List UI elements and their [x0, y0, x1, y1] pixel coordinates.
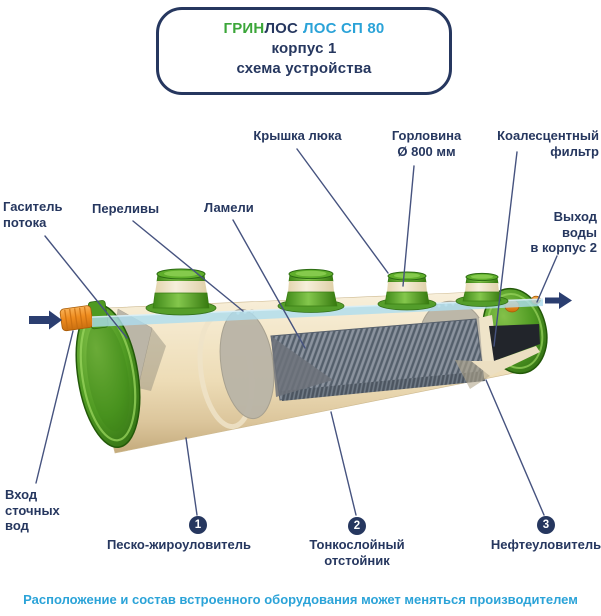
coalescent-filter-cutaway	[489, 324, 540, 361]
leader-lamellas	[232, 219, 306, 349]
label-hatch-cover: Крышка люка	[253, 128, 342, 143]
title-line-3: схема устройства	[236, 60, 372, 77]
leader-inlet	[35, 330, 74, 484]
label-lamellas: Ламели	[204, 200, 254, 215]
leader-overflows	[132, 220, 244, 312]
legend-marker-1: 1	[189, 516, 207, 534]
leader-coalescent-filter	[493, 151, 518, 347]
legend-label-sand-grease-trap: Песко-жироуловитель	[106, 537, 252, 552]
legend-marker-3: 3	[537, 516, 555, 534]
label-water-outlet: Выход воды в корпус 2	[530, 209, 597, 255]
label-flow-damper: Гаситель потока	[3, 199, 63, 230]
footnote-caption: Расположение и состав встроенного оборуд…	[23, 592, 578, 607]
right-end-cap	[455, 287, 548, 389]
cap-floor-shadow	[455, 360, 490, 389]
legend-label-oil-trap: Нефтеуловитель	[490, 537, 601, 552]
neck-4	[455, 272, 509, 307]
neck-2	[277, 268, 345, 313]
legend-marker-2: 2	[348, 517, 366, 535]
leader-legend-2	[330, 411, 357, 516]
model-name: ЛОС СП 80	[303, 20, 385, 37]
label-water-inlet: Вход сточных вод	[5, 487, 60, 533]
neck-1	[145, 268, 217, 316]
neck-3	[377, 271, 437, 311]
leader-hatch-cover	[296, 148, 389, 274]
left-end-cap	[75, 303, 141, 449]
brand-green: ГРИН	[223, 20, 265, 37]
label-neck: Горловина Ø 800 мм	[391, 128, 462, 159]
title-line-2: корпус 1	[271, 40, 337, 57]
leader-outlet	[536, 255, 558, 303]
legend-label-thin-layer-settler: Тонкослойный отстойник	[309, 537, 405, 568]
outlet-flow-arrow-icon	[545, 292, 572, 309]
cap-floor-wedge	[471, 346, 540, 376]
leader-legend-3	[485, 379, 545, 516]
leader-lines	[35, 148, 558, 516]
lamella-block	[270, 318, 485, 401]
leader-legend-1	[185, 437, 198, 516]
brand-navy: ЛОС	[264, 20, 299, 37]
label-coalescent-filter: Коалесцентный фильтр	[497, 128, 599, 159]
label-overflows: Переливы	[92, 201, 160, 216]
leader-flow-damper	[44, 235, 128, 339]
inlet-flow-arrow-icon	[29, 310, 62, 330]
leader-neck	[402, 165, 415, 287]
